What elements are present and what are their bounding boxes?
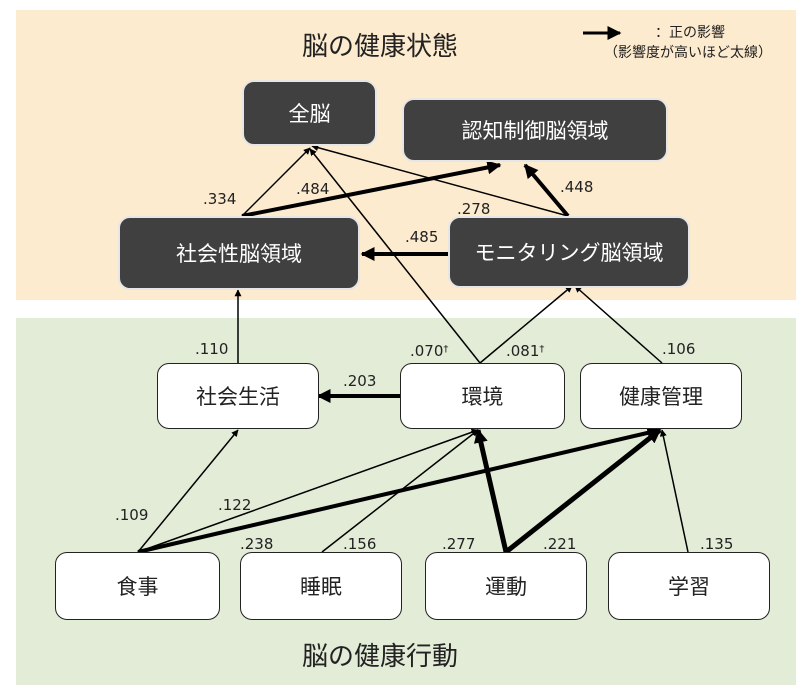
weight-label-122: .122 bbox=[218, 496, 252, 514]
legend-positive-effect: ：正の影響 bbox=[655, 25, 725, 41]
weight-value-081: .081 bbox=[506, 342, 540, 360]
node-sleep: 睡眠 bbox=[240, 552, 402, 620]
node-social-brain: 社会性脳領域 bbox=[118, 216, 360, 290]
weight-label-203: .203 bbox=[343, 372, 377, 390]
edge-diet-to-social-life bbox=[137, 429, 239, 553]
edge-social-brain-to-whole-brain bbox=[241, 147, 311, 217]
edge-sleep-to-environment bbox=[321, 429, 479, 553]
edge-diet-to-environment bbox=[137, 428, 479, 553]
edge-social-brain-to-cognitive-control bbox=[241, 160, 502, 218]
legend-thickness-note: （影響度が高いほど太線） bbox=[604, 45, 772, 61]
node-health-mgmt: 健康管理 bbox=[580, 363, 742, 429]
edge-exercise-to-health-mgmt bbox=[504, 428, 662, 554]
node-monitoring: モニタリング脳領域 bbox=[448, 216, 690, 288]
edge-monitoring-to-whole-brain bbox=[311, 144, 569, 217]
state-title: 脳の健康状態 bbox=[301, 32, 458, 62]
weight-label-238: .238 bbox=[240, 535, 274, 553]
weight-label-277: .277 bbox=[442, 535, 476, 553]
weight-label-221: .221 bbox=[543, 535, 577, 553]
edge-monitoring-to-cognitive-control bbox=[523, 163, 570, 218]
edge-health-mgmt-to-monitoring bbox=[574, 285, 663, 364]
weight-label-448: .448 bbox=[560, 178, 594, 196]
node-exercise: 運動 bbox=[425, 552, 587, 620]
dagger-mark: † bbox=[443, 344, 449, 355]
weight-label-070: .070† bbox=[410, 342, 448, 360]
weight-value-070: .070 bbox=[410, 342, 444, 360]
weight-label-484: .484 bbox=[296, 180, 330, 198]
node-social-life: 社会生活 bbox=[157, 363, 319, 429]
weight-label-156: .156 bbox=[343, 535, 377, 553]
weight-label-135: .135 bbox=[700, 535, 734, 553]
node-learning: 学習 bbox=[608, 552, 770, 620]
node-diet: 食事 bbox=[55, 552, 220, 620]
node-whole-brain: 全脳 bbox=[242, 80, 377, 146]
node-environment: 環境 bbox=[400, 363, 565, 429]
weight-label-081: .081† bbox=[506, 342, 544, 360]
weight-label-110: .110 bbox=[195, 340, 229, 358]
dagger-mark: † bbox=[539, 344, 545, 355]
weight-label-278: .278 bbox=[457, 200, 491, 218]
edge-environment-to-monitoring bbox=[479, 285, 573, 364]
weight-label-334: .334 bbox=[203, 190, 237, 208]
behavior-title: 脳の健康行動 bbox=[301, 642, 458, 672]
weight-label-106: .106 bbox=[662, 340, 696, 358]
weight-label-109: .109 bbox=[115, 506, 149, 524]
weight-label-485: .485 bbox=[405, 228, 439, 246]
edge-learning-to-health-mgmt bbox=[659, 429, 689, 553]
edge-exercise-to-environment bbox=[473, 428, 509, 553]
node-cognitive-control: 認知制御脳領域 bbox=[402, 98, 668, 162]
edge-environment-to-whole-brain bbox=[309, 148, 481, 364]
